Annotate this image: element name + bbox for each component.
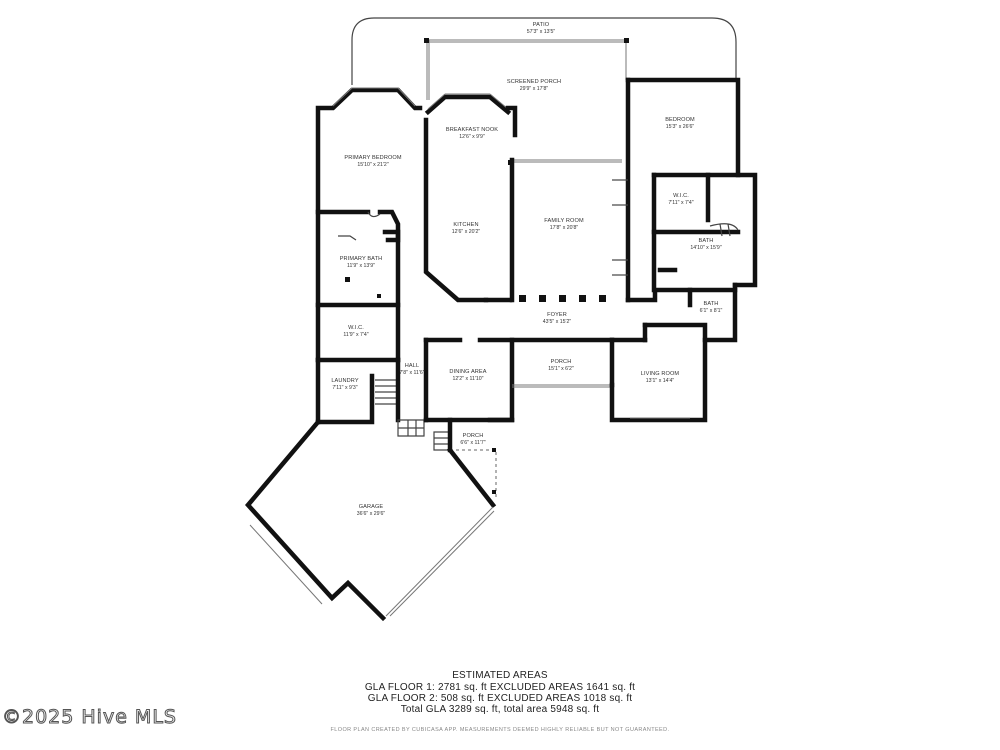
primary-bath-dim: 11'9" x 13'9" [347, 263, 375, 269]
living-room-label: LIVING ROOM [641, 371, 680, 377]
patio-outline [351, 17, 737, 85]
garage-walls [245, 418, 497, 622]
screened-porch-dim: 29'9" x 17'8" [520, 86, 549, 92]
porch-side-label: PORCH [463, 433, 484, 439]
gla-floor-1: GLA FLOOR 1: 2781 sq. ft EXCLUDED AREAS … [364, 682, 636, 693]
garage-label: GARAGE [359, 504, 384, 510]
wic-right-label: W.I.C. [673, 193, 689, 199]
bedroom-walls [625, 77, 758, 343]
bedroom-label: BEDROOM [665, 117, 695, 123]
laundry-hall-walls [315, 337, 429, 437]
garage-dim: 36'6" x 29'6" [357, 511, 386, 517]
foyer-label: FOYER [547, 312, 567, 318]
foyer-dim: 43'5" x 15'2" [543, 319, 572, 325]
side-porch-walls [433, 417, 515, 500]
kitchen-walls [423, 93, 518, 303]
patio-dim: 57'3" x 13'5" [527, 29, 556, 35]
bath-small-dim: 6'1" x 8'1" [700, 308, 723, 314]
family-room-label: FAMILY ROOM [544, 218, 584, 224]
patio-label: PATIO [533, 22, 550, 28]
bedroom-dim: 15'3" x 26'6" [666, 124, 695, 130]
breakfast-nook-dim: 12'6" x 9'9" [459, 134, 485, 140]
total-gla: Total GLA 3289 sq. ft, total area 5948 s… [400, 704, 600, 715]
kitchen-dim: 12'6" x 20'2" [452, 229, 481, 235]
disclaimer-footer: FLOOR PLAN CREATED BY CUBICASA APP. MEAS… [330, 727, 670, 733]
primary-bath-label: PRIMARY BATH [340, 256, 383, 262]
living-room-dim: 13'1" x 14'4" [646, 378, 675, 384]
bath-small-label: BATH [704, 301, 719, 307]
gla-floor-2: GLA FLOOR 2: 508 sq. ft EXCLUDED AREAS 1… [367, 693, 633, 704]
living-room-walls [609, 322, 708, 423]
porch-front-label: PORCH [551, 359, 572, 365]
room-labels: PATIO 57'3" x 13'5" SCREENED PORCH 29'9"… [331, 22, 722, 517]
wic-left-dim: 11'9" x 7'4" [343, 332, 368, 338]
breakfast-nook-label: BREAKFAST NOOK [446, 127, 498, 133]
laundry-dim: 7'11" x 9'3" [332, 385, 357, 391]
wic-right-dim: 7'11" x 7'4" [668, 200, 693, 206]
screened-porch-label: SCREENED PORCH [507, 79, 561, 85]
hall-label: HALL [405, 363, 419, 369]
dining-area-label: DINING AREA [449, 369, 486, 375]
primary-bedroom-dim: 15'10" x 21'2" [357, 162, 388, 168]
hall-dim: 7'8" x 11'6" [399, 370, 424, 376]
bath-large-label: BATH [699, 238, 714, 244]
wic-left-label: W.I.C. [348, 325, 364, 331]
primary-bedroom-walls [315, 87, 423, 363]
family-room-dim: 17'8" x 20'8" [550, 225, 579, 231]
porch-side-dim: 6'6" x 11'7" [460, 440, 485, 446]
bath-large-dim: 14'10" x 15'9" [690, 245, 721, 251]
porch-front-dim: 15'1" x 6'2" [548, 366, 574, 372]
watermark: ©2025 Hive MLS [2, 706, 177, 729]
estimated-areas-heading: ESTIMATED AREAS [452, 670, 548, 681]
kitchen-label: KITCHEN [453, 222, 478, 228]
laundry-label: LAUNDRY [331, 378, 358, 384]
primary-bedroom-label: PRIMARY BEDROOM [344, 155, 401, 161]
screened-porch-walls [424, 38, 629, 163]
dining-area-dim: 12'2" x 11'10" [453, 376, 484, 382]
